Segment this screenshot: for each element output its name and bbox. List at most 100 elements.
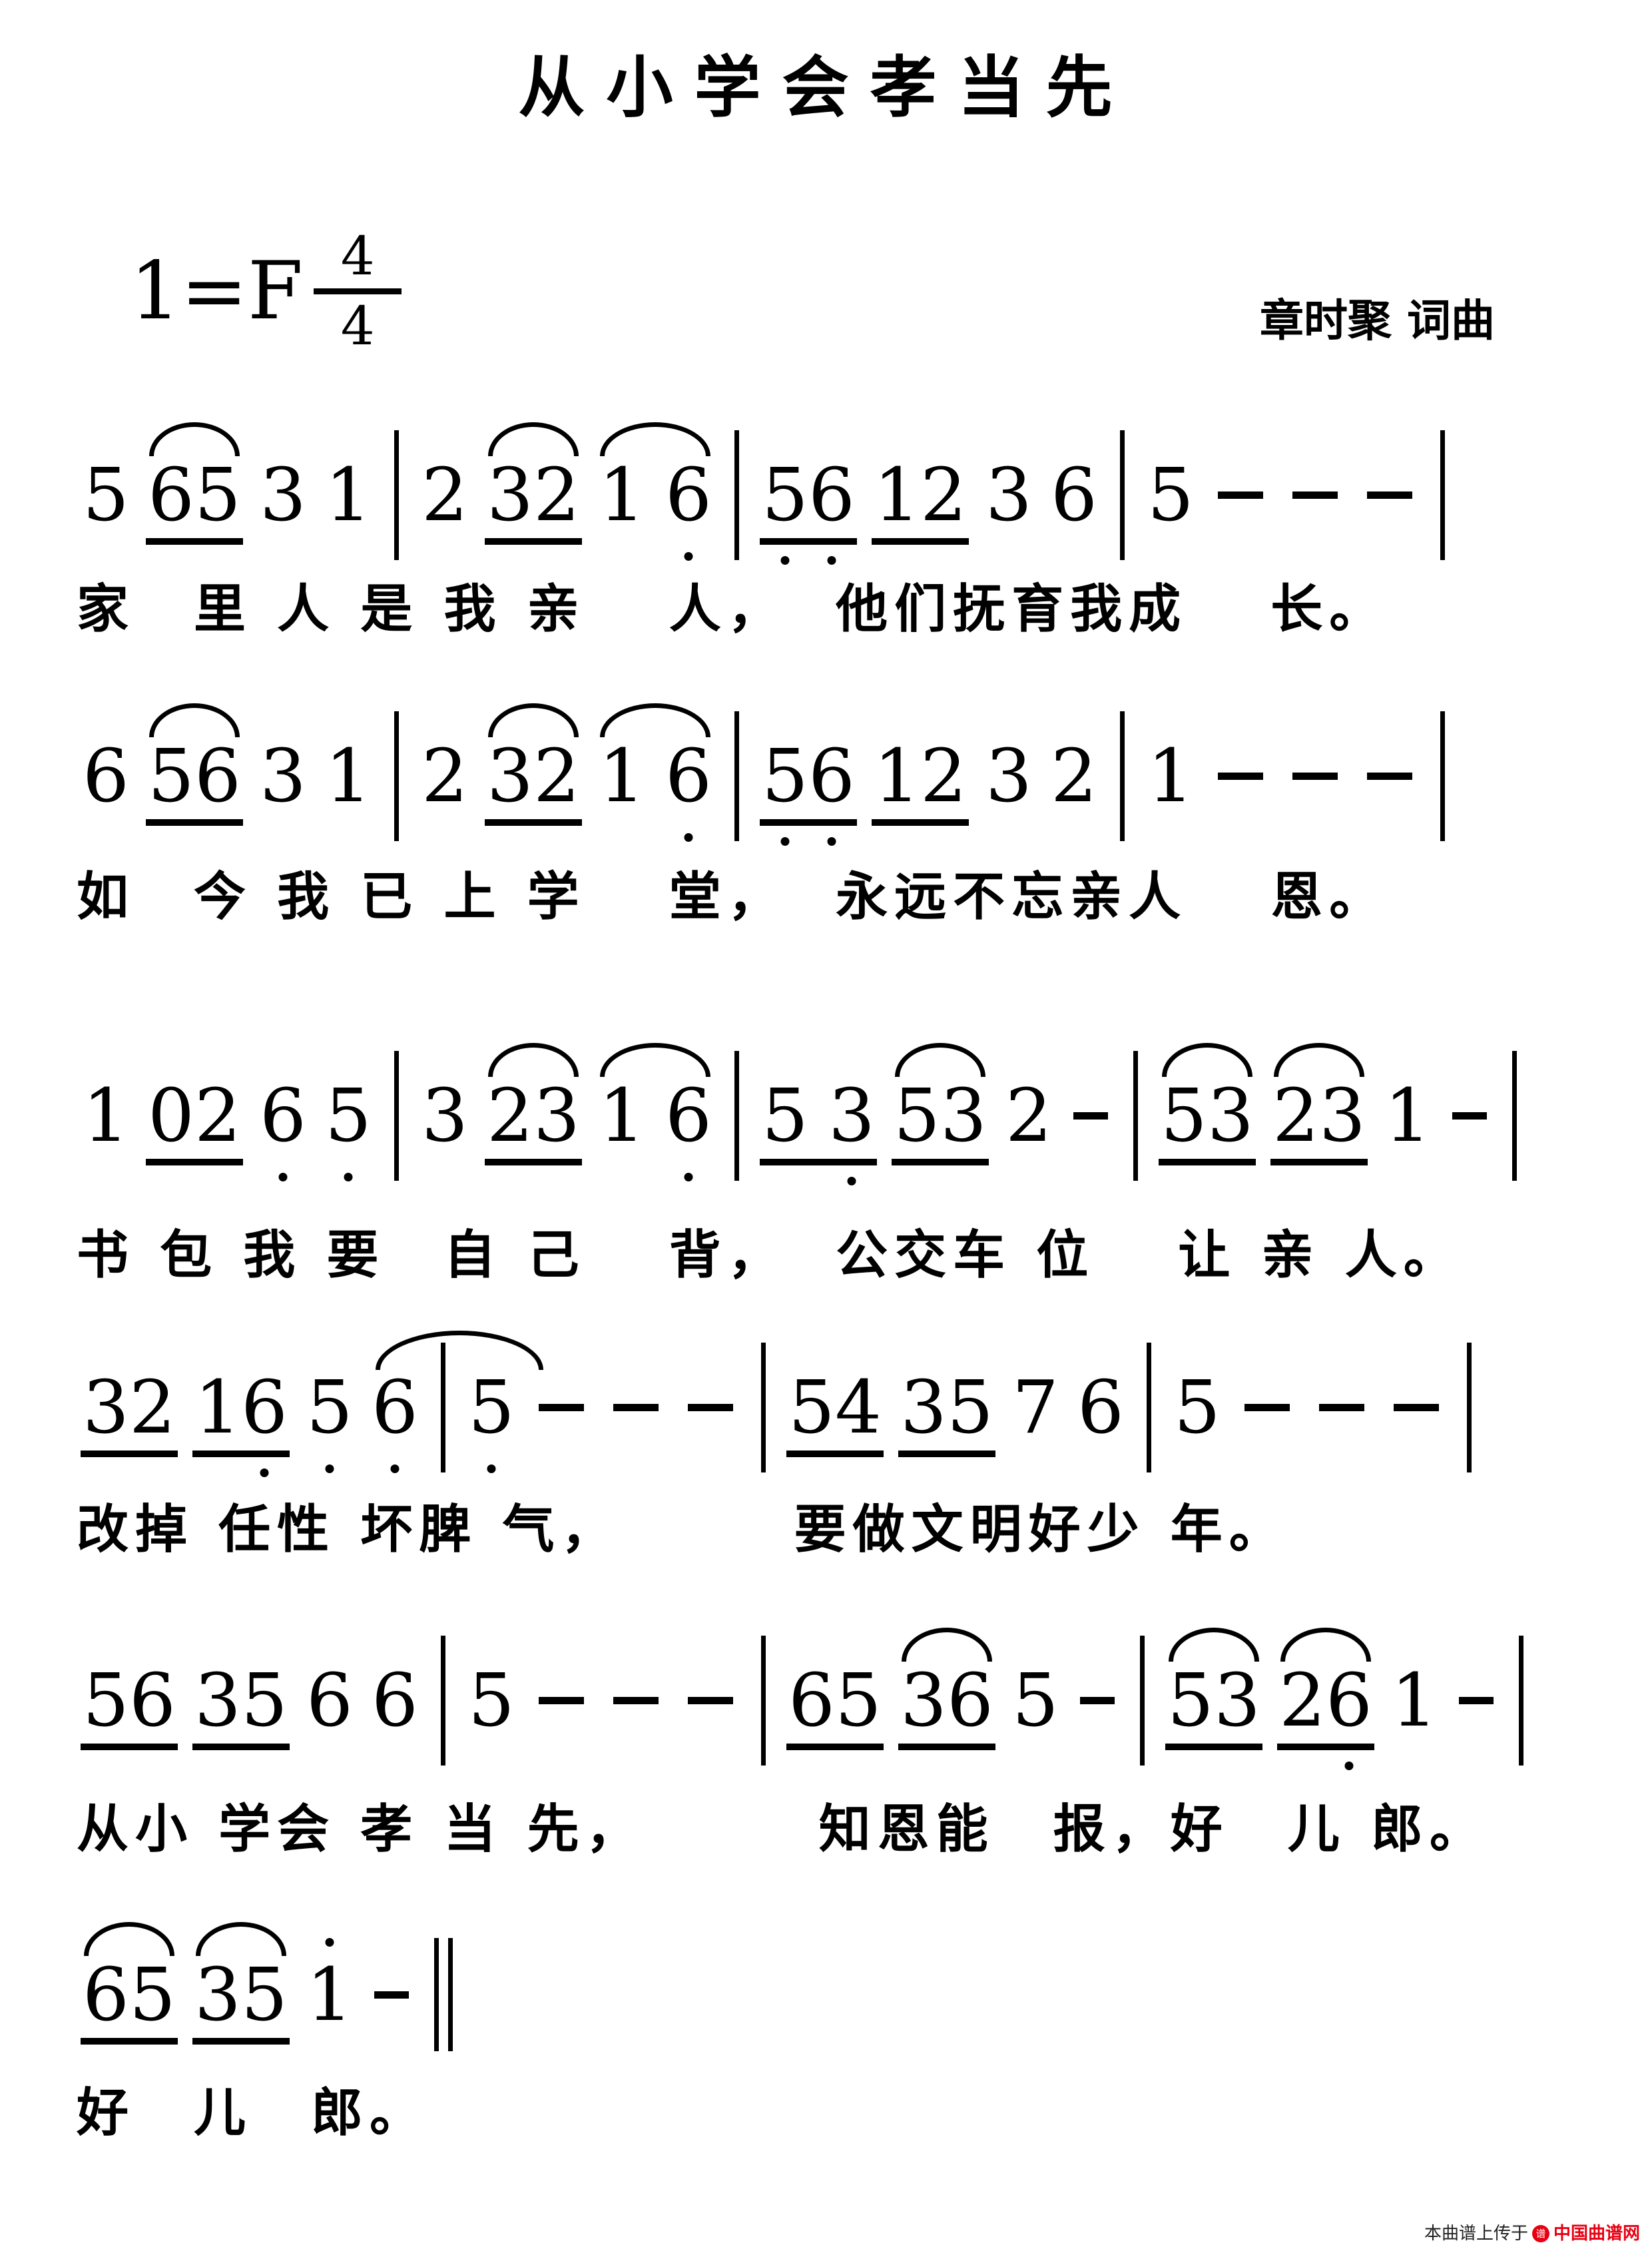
duration-dash	[1073, 1112, 1108, 1120]
note-digit: 4	[835, 1365, 882, 1450]
duration-dash	[688, 1696, 733, 1704]
barline	[394, 430, 399, 560]
barline	[441, 1342, 445, 1472]
time-signature-denominator: 4	[340, 295, 375, 357]
note-7: 7	[1012, 1371, 1059, 1444]
barline	[734, 1050, 739, 1181]
watermark-logo-icon: 谱	[1531, 2225, 1549, 2242]
note-digit: 3	[828, 1073, 875, 1158]
note-digit: 5	[788, 1365, 835, 1450]
note-digit: 3	[194, 1952, 241, 2037]
barline	[1512, 1050, 1517, 1181]
note-3: 3	[985, 458, 1032, 531]
barline	[1140, 1635, 1145, 1766]
note-digit: 3	[533, 1073, 580, 1158]
beam-underline	[892, 1159, 989, 1165]
beam-underline	[192, 2038, 290, 2045]
note-5: 5	[1147, 458, 1194, 531]
note-3: 3	[260, 458, 306, 531]
note-6: 6	[306, 1664, 353, 1737]
watermark-site: 中国曲谱网	[1553, 2224, 1640, 2244]
note-digit: 6	[194, 733, 241, 818]
duration-dash	[1218, 772, 1263, 780]
composer-credit: 章时聚 词曲	[1260, 294, 1495, 346]
note-5: 5	[1012, 1664, 1059, 1737]
note-digit: 5	[894, 1073, 940, 1158]
beam-underline	[146, 538, 243, 545]
beam-underline	[1159, 1159, 1256, 1165]
note-digit: 5	[1147, 452, 1194, 537]
note-2: 2	[421, 739, 468, 812]
note-digit: 5	[1012, 1658, 1059, 1743]
duration-dash	[1292, 772, 1338, 780]
key-label: 1=F	[130, 244, 304, 338]
beam-underline	[485, 1159, 582, 1165]
barline	[734, 711, 739, 841]
note-digit: 3	[985, 452, 1032, 537]
note-1: 1	[83, 1079, 129, 1152]
beam-underline	[81, 1451, 178, 1457]
duration-dash	[1459, 1696, 1494, 1704]
note-digit: 5	[762, 733, 808, 818]
note-digit: 3	[900, 1658, 947, 1743]
note-5: 5	[1174, 1371, 1221, 1444]
beam-underline	[81, 1744, 178, 1750]
duration-dash	[1367, 491, 1412, 499]
duration-dash	[1218, 491, 1263, 499]
lyric-line: 家 里 人 是 我 亲 人， 他们抚育我成 长。	[77, 579, 1388, 639]
lyric-line: 好 儿 郎。	[77, 2083, 429, 2143]
note-digit: 3	[487, 733, 533, 818]
note-5: 5	[306, 1371, 353, 1444]
beam-underline	[192, 1451, 290, 1457]
page-title: 从小学会孝当先	[518, 48, 1134, 127]
duration-dash	[539, 1696, 584, 1704]
beam-underline	[760, 1159, 877, 1165]
note-digit: 5	[835, 1658, 882, 1743]
beam-underline	[786, 1451, 884, 1457]
note-digit: 1	[83, 1073, 129, 1158]
note-digit: 3	[260, 733, 306, 818]
note-digit: 1	[599, 452, 645, 537]
note-digit: 5	[1161, 1073, 1207, 1158]
note-digit: 5	[83, 452, 129, 537]
note-digit: 1	[1147, 733, 1194, 818]
duration-dash	[1292, 491, 1338, 499]
note-digit: 6	[808, 733, 855, 818]
note-digit: 6	[241, 1365, 288, 1450]
duration-dash	[1080, 1696, 1115, 1704]
note-digit: 5	[241, 1658, 288, 1743]
note-digit: 2	[421, 733, 468, 818]
note-2: 2	[1005, 1079, 1052, 1152]
note-1: 1	[306, 1958, 353, 2031]
note-digit: 5	[306, 1365, 353, 1450]
note-digit: 6	[947, 1658, 993, 1743]
note-digit: 3	[260, 452, 306, 537]
beam-underline	[81, 2038, 178, 2045]
note-digit: 1	[599, 733, 645, 818]
watermark: 本曲谱上传于 谱 中国曲谱网	[1424, 2225, 1640, 2242]
note-digit: 6	[665, 1073, 712, 1158]
lyric-line: 书 包 我 要 自 己 背， 公交车 位 让 亲 人。	[77, 1225, 1462, 1285]
note-1: 1	[1147, 739, 1194, 812]
duration-dash	[1394, 1403, 1439, 1411]
note-digit: 1	[325, 733, 372, 818]
note-digit: 1	[306, 1952, 353, 2037]
duration-dash	[374, 1991, 409, 1999]
barline	[1440, 711, 1445, 841]
